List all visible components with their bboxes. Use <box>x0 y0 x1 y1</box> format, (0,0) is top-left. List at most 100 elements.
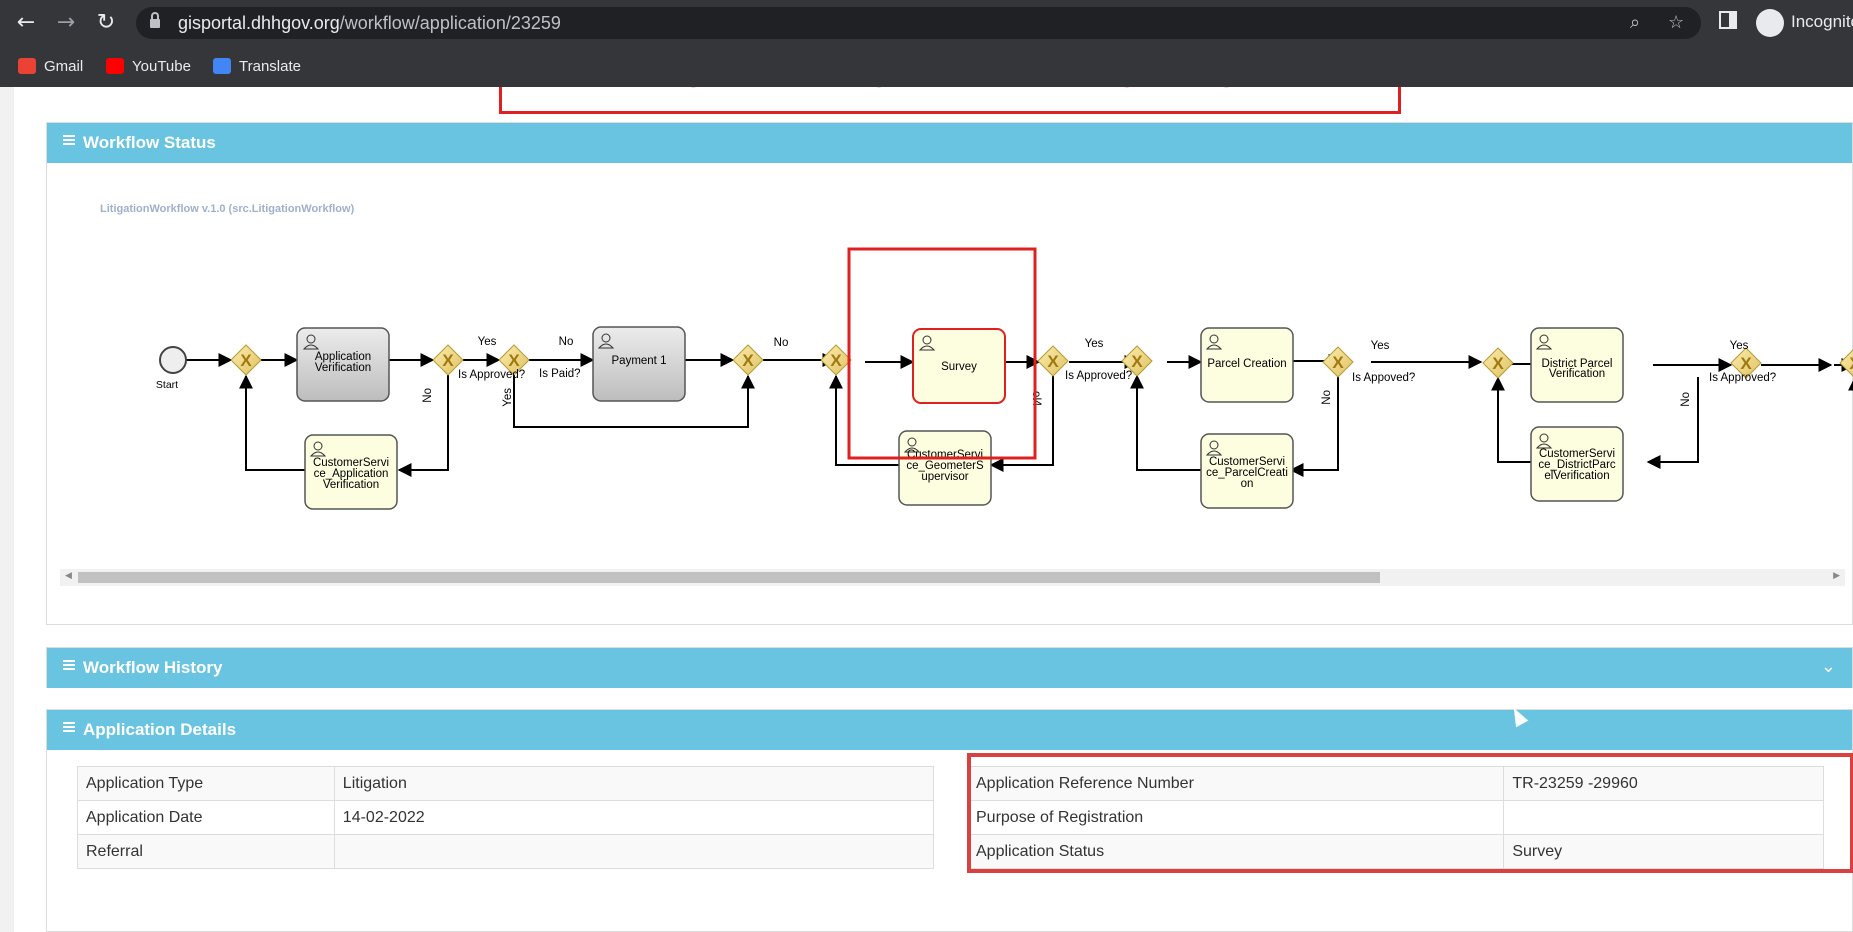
svg-text:X: X <box>1131 352 1143 371</box>
svg-text:Is Approved?: Is Approved? <box>1065 370 1132 382</box>
list-icon <box>63 722 75 733</box>
application-details-panel: Application Details Application Type Lit… <box>46 709 1853 932</box>
svg-text:X: X <box>1332 353 1344 372</box>
bookmark-gmail[interactable]: Gmail <box>18 54 83 78</box>
star-icon[interactable]: ☆ <box>1668 12 1685 33</box>
incognito-label[interactable]: Incognito <box>1791 12 1853 31</box>
svg-text:Survey: Survey <box>941 361 977 373</box>
reload-icon[interactable]: ↻ <box>96 10 116 35</box>
field-label: Application Reference Number <box>966 766 1505 801</box>
zoom-icon[interactable]: ⌕ <box>1630 12 1641 33</box>
svg-text:No: No <box>1680 392 1692 407</box>
svg-text:District Parcel: District Parcel <box>1542 358 1613 370</box>
svg-text:Is Approved?: Is Approved? <box>458 369 525 381</box>
field-value <box>333 834 935 869</box>
field-label: Application Date <box>77 800 335 835</box>
bookmark-translate[interactable]: Translate <box>213 54 301 78</box>
side-panel-icon[interactable] <box>1719 11 1737 29</box>
svg-text:ce_DistrictParc: ce_DistrictParc <box>1538 459 1616 471</box>
youtube-icon <box>106 58 124 74</box>
svg-text:X: X <box>1047 352 1059 371</box>
start-label: Start <box>156 379 178 391</box>
lock-icon[interactable] <box>150 12 160 28</box>
chevron-down-icon[interactable]: ⌄ <box>1820 656 1836 677</box>
svg-text:X: X <box>1492 354 1504 373</box>
workflow-history-header[interactable]: Workflow History ⌄ <box>47 648 1852 688</box>
incognito-icon[interactable] <box>1756 9 1784 37</box>
scroll-left-icon[interactable]: ◀ <box>65 571 72 581</box>
svg-text:Yes: Yes <box>478 336 497 348</box>
table-row: Application Status Survey <box>966 834 1824 869</box>
translate-icon <box>213 58 231 74</box>
svg-text:Is Approved?: Is Approved? <box>1709 372 1776 384</box>
task-survey-active: Survey <box>912 328 1006 404</box>
bookmark-label: YouTube <box>132 57 191 75</box>
flow-labels: Start Yes No No Yes Yes Yes No Yes No No… <box>156 336 1776 407</box>
svg-text:X: X <box>1740 354 1752 373</box>
svg-text:Payment 1: Payment 1 <box>612 355 667 367</box>
svg-text:No: No <box>1321 390 1333 405</box>
scroll-right-icon[interactable]: ▶ <box>1833 571 1840 581</box>
diagram-horizontal-scrollbar[interactable]: ◀ ▶ <box>60 569 1845 586</box>
svg-text:Parcel Creation: Parcel Creation <box>1207 358 1286 370</box>
panel-title: Workflow History <box>83 658 223 677</box>
svg-text:CustomerServi: CustomerServi <box>1539 448 1615 460</box>
svg-text:Verification: Verification <box>323 479 379 491</box>
bookmark-youtube[interactable]: YouTube <box>106 54 191 78</box>
field-value: Litigation <box>333 766 935 801</box>
svg-text:X: X <box>442 351 454 370</box>
page-content: PROPERTY UNDER LITIGATION Workflow Statu… <box>0 87 1853 932</box>
scrollbar-thumb[interactable] <box>78 572 1380 583</box>
survey-highlight-box <box>847 247 1037 460</box>
field-label: Referral <box>77 834 335 869</box>
svg-text:Is Appoved?: Is Appoved? <box>1352 372 1415 384</box>
svg-text:X: X <box>508 351 520 370</box>
diagram-caption: LitigationWorkflow v.1.0 (src.Litigation… <box>100 203 355 215</box>
svg-text:ce_Application: ce_Application <box>314 468 389 480</box>
application-details-header[interactable]: Application Details <box>47 710 1852 750</box>
svg-text:X: X <box>1849 354 1853 373</box>
table-row: Application Date 14-02-2022 <box>77 800 935 835</box>
workflow-status-header[interactable]: Workflow Status <box>47 123 1852 163</box>
workflow-status-panel: Workflow Status LitigationWorkflow v.1.0… <box>46 122 1853 625</box>
bookmark-label: Translate <box>239 57 301 75</box>
gmail-icon <box>18 58 36 74</box>
task-parcel-creation: Parcel Creation <box>1200 327 1294 403</box>
svg-text:No: No <box>774 337 789 349</box>
field-label: Application Type <box>77 766 335 801</box>
gateways: X X X X X X X X X X X <box>230 344 1853 379</box>
start-event <box>159 346 187 374</box>
back-arrow-icon[interactable]: ← <box>16 10 36 35</box>
browser-toolbar: ← → ↻ gisportal.dhhgov.org/workflow/appl… <box>0 0 1853 46</box>
table-row: Referral <box>77 834 935 869</box>
svg-text:No: No <box>559 336 574 348</box>
details-table-right: Application Reference Number TR-23259 -2… <box>966 766 1824 869</box>
task-cs-district-parcel-verification: CustomerService_DistrictParcelVerificati… <box>1530 426 1624 502</box>
page-left-margin <box>0 87 14 932</box>
sequence-flows <box>173 353 1853 477</box>
field-value: TR-23259 -29960 <box>1503 766 1824 801</box>
field-value: 14-02-2022 <box>333 800 935 835</box>
svg-text:Yes: Yes <box>1730 340 1749 352</box>
svg-text:CustomerServi: CustomerServi <box>1209 456 1285 468</box>
forward-arrow-icon[interactable]: → <box>56 10 76 35</box>
svg-text:Application: Application <box>315 351 371 363</box>
svg-text:X: X <box>240 351 252 370</box>
table-row: Application Reference Number TR-23259 -2… <box>966 766 1824 801</box>
field-value: Survey <box>1503 834 1824 869</box>
svg-text:Yes: Yes <box>1371 340 1390 352</box>
bookmark-label: Gmail <box>44 57 84 75</box>
address-bar[interactable]: gisportal.dhhgov.org/workflow/applicatio… <box>136 7 1701 39</box>
panel-title: Application Details <box>83 720 237 739</box>
task-payment-1: Payment 1 <box>592 326 686 402</box>
url-text[interactable]: gisportal.dhhgov.org/workflow/applicatio… <box>178 13 561 33</box>
svg-text:X: X <box>742 351 754 370</box>
svg-text:Is Paid?: Is Paid? <box>539 368 581 380</box>
table-row: Purpose of Registration <box>966 800 1824 835</box>
browser-chrome: ← → ↻ gisportal.dhhgov.org/workflow/appl… <box>0 0 1853 87</box>
